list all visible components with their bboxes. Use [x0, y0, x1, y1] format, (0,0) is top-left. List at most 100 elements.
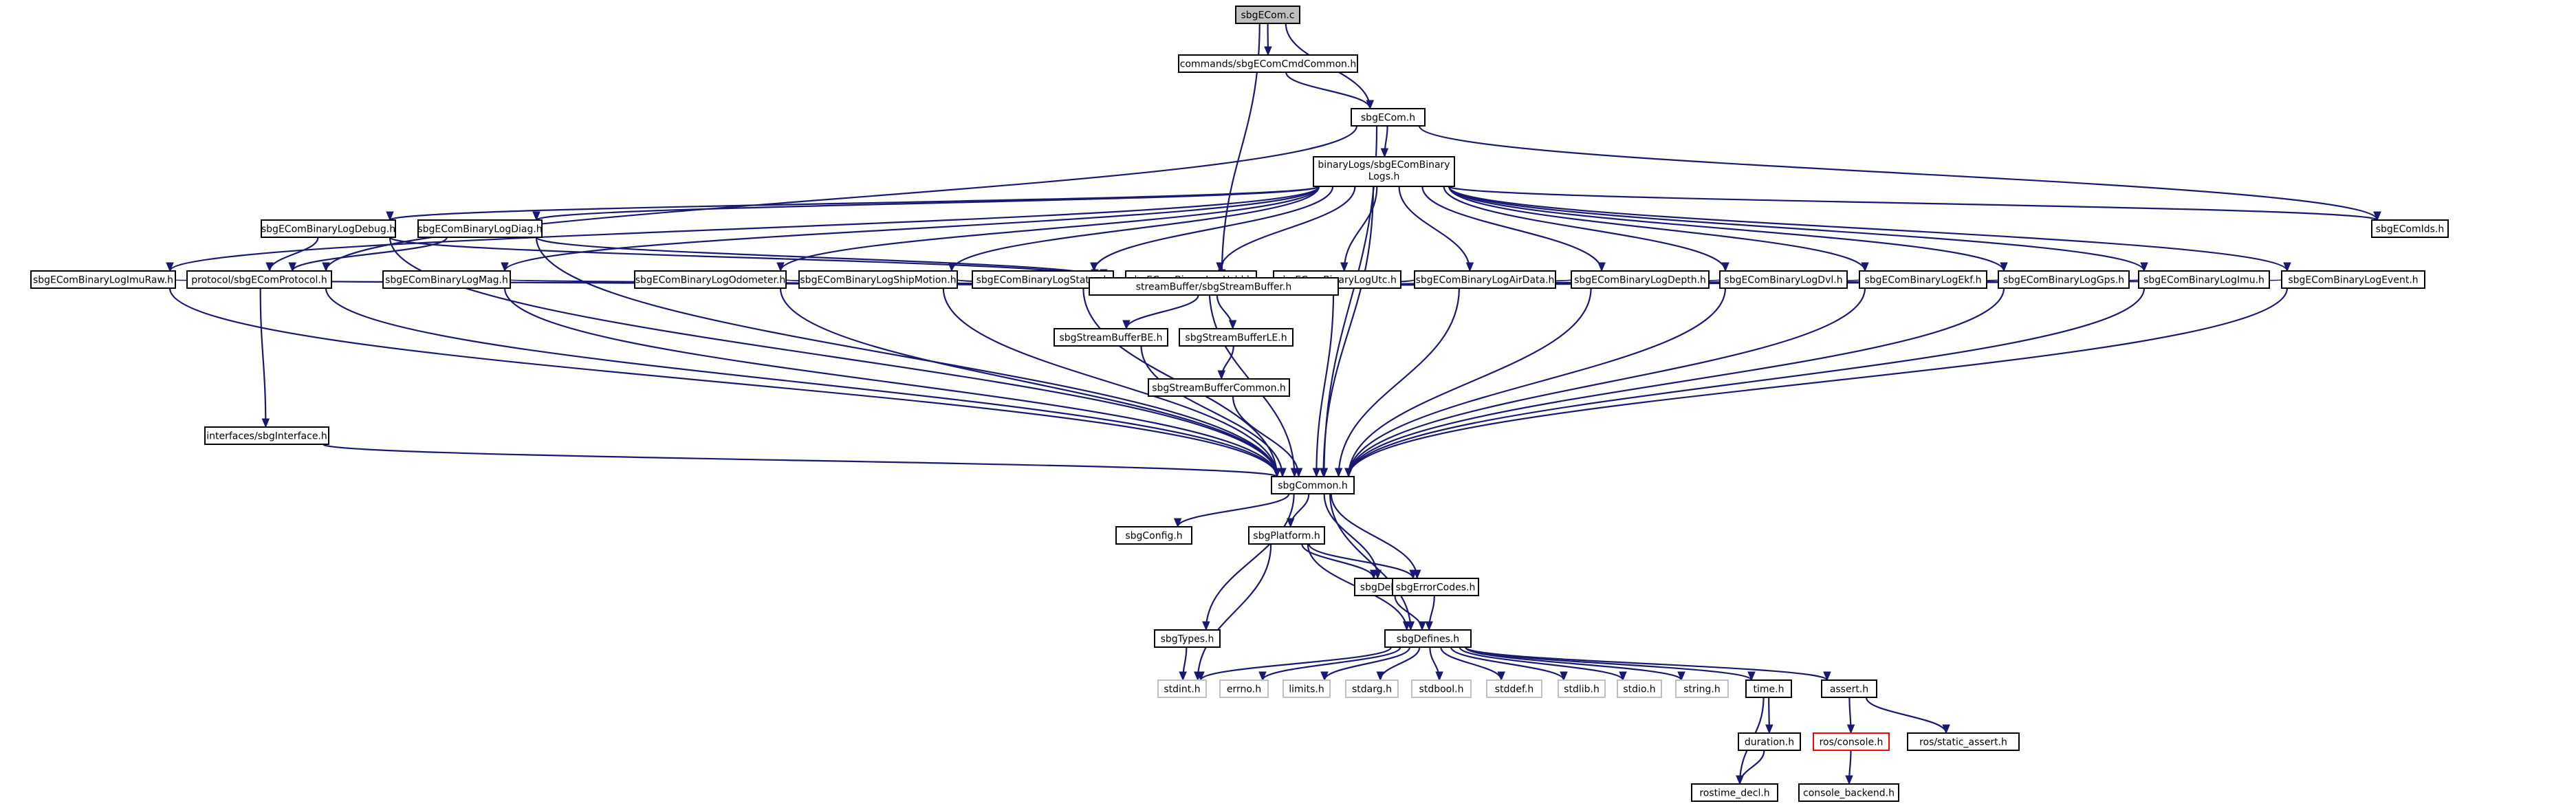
node-sble[interactable]: sbgStreamBufferLE.h: [1179, 328, 1294, 347]
dependency-edge-70: [1323, 493, 1379, 579]
edge-arrowhead-88: [1619, 671, 1627, 682]
node-root[interactable]: sbgECom.c: [1235, 6, 1300, 24]
node-depth[interactable]: sbgEComBinaryLogDepth.h: [1571, 270, 1710, 289]
edge-arrowhead-21: [2000, 262, 2008, 272]
dependency-edge-62: [1125, 294, 1199, 329]
dependency-edge-83: [1323, 646, 1411, 681]
edge-arrowhead-95: [1846, 724, 1855, 734]
node-rostime[interactable]: rostime_decl.h: [1691, 783, 1778, 802]
node-diag[interactable]: sbgEComBinaryLogDiag.h: [417, 219, 543, 238]
node-limits[interactable]: limits.h: [1282, 679, 1331, 698]
node-protocol[interactable]: protocol/sbgEComProtocol.h: [186, 270, 332, 289]
node-ecomh[interactable]: sbgECom.h: [1351, 108, 1426, 127]
node-stdint[interactable]: stdint.h: [1157, 679, 1207, 698]
node-gps[interactable]: sbgEComBinaryLogGps.h: [1998, 270, 2130, 289]
node-box: [1821, 679, 1877, 698]
edge-arrowhead-12: [776, 262, 785, 272]
node-box: [1617, 679, 1662, 698]
node-debug[interactable]: sbgEComBinaryLogDebug.h: [261, 219, 396, 238]
node-label: duration.h: [1745, 737, 1794, 748]
edge-arrowhead-29: [288, 262, 296, 272]
edge-arrowhead-97: [1845, 775, 1853, 785]
dependency-edge-53: [1347, 287, 1727, 477]
node-stdbool[interactable]: stdbool.h: [1411, 679, 1472, 698]
edge-arrowhead-17: [1465, 262, 1474, 272]
node-imuraw[interactable]: sbgEComBinaryLogImuRaw.h: [30, 270, 176, 289]
node-box: [1675, 679, 1729, 698]
node-errno[interactable]: errno.h: [1219, 679, 1269, 698]
node-box: [1154, 629, 1221, 648]
edge-arrowhead-80: [1179, 671, 1187, 682]
node-sbbe[interactable]: sbgStreamBufferBE.h: [1054, 328, 1168, 347]
node-streambuf[interactable]: streamBuffer/sbgStreamBuffer.h: [1089, 277, 1339, 296]
node-label: stdint.h: [1164, 684, 1200, 695]
node-label: stdarg.h: [1352, 684, 1392, 695]
node-consolebackend[interactable]: console_backend.h: [1798, 783, 1899, 802]
dependency-edge-74: [1301, 543, 1375, 579]
node-label: sbgEComBinaryLogImu.h: [2143, 275, 2264, 286]
node-box: [2281, 270, 2425, 289]
node-box: [1282, 679, 1331, 698]
dependency-edge-35: [325, 287, 1278, 477]
dependency-edge-34: [259, 287, 267, 428]
edge-arrowhead-62: [1122, 320, 1131, 330]
node-event[interactable]: sbgEComBinaryLogEvent.h: [2281, 270, 2425, 289]
node-box: [261, 219, 396, 238]
dependency-edge-64: [1140, 345, 1284, 477]
edge-arrowhead-64: [1278, 468, 1287, 478]
node-box: [1054, 328, 1168, 347]
node-iface[interactable]: interfaces/sbgInterface.h: [204, 426, 329, 445]
node-box: [1745, 679, 1792, 698]
edge-arrowhead-25: [1319, 468, 1328, 478]
edge-arrowhead-23: [2283, 262, 2291, 272]
edge-arrowhead-24: [2373, 211, 2381, 221]
node-ekf[interactable]: sbgEComBinaryLogEkf.h: [1859, 270, 1987, 289]
node-duration[interactable]: duration.h: [1738, 732, 1801, 751]
node-dvl[interactable]: sbgEComBinaryLogDvl.h: [1719, 270, 1848, 289]
edge-arrowhead-75: [1409, 569, 1417, 580]
node-ecomids[interactable]: sbgEComIds.h: [2371, 219, 2449, 238]
node-box: [1571, 270, 1710, 289]
node-label: sbgStreamBufferLE.h: [1185, 333, 1287, 344]
dependency-edge-72: [1205, 493, 1295, 631]
node-defines[interactable]: sbgDefines.h: [1384, 629, 1472, 648]
node-stdlib[interactable]: stdlib.h: [1558, 679, 1606, 698]
node-label: sbgEComBinaryLogStatus.h: [976, 275, 1110, 286]
node-shipmotion[interactable]: sbgEComBinaryLogShipMotion.h: [798, 270, 958, 289]
node-stdarg[interactable]: stdarg.h: [1345, 679, 1399, 698]
dependency-edge-17: [1398, 186, 1471, 272]
node-airdata[interactable]: sbgEComBinaryLogAirData.h: [1414, 270, 1556, 289]
node-box: [1859, 270, 1987, 289]
node-platform[interactable]: sbgPlatform.h: [1248, 526, 1325, 545]
node-box: [2371, 219, 2449, 238]
edge-arrowhead-0: [1264, 46, 1272, 56]
node-label: sbgDefines.h: [1397, 634, 1459, 645]
node-sbgcommon[interactable]: sbgCommon.h: [1271, 476, 1355, 494]
node-rosconsole[interactable]: ros/console.h: [1813, 732, 1890, 751]
node-string[interactable]: string.h: [1675, 679, 1729, 698]
node-odometer[interactable]: sbgEComBinaryLogOdometer.h: [634, 270, 787, 289]
dependency-edge-21: [1448, 186, 2005, 272]
node-types[interactable]: sbgTypes.h: [1154, 629, 1221, 648]
node-errcodes[interactable]: sbgErrorCodes.h: [1392, 578, 1479, 596]
node-stddef[interactable]: stddef.h: [1486, 679, 1542, 698]
edge-arrowhead-34: [261, 418, 270, 428]
edge-arrowhead-47: [1312, 468, 1321, 478]
node-cmdcommon[interactable]: commands/sbgEComCmdCommon.h: [1178, 54, 1358, 73]
edge-arrowhead-92: [1765, 724, 1773, 734]
node-stdio[interactable]: stdio.h: [1617, 679, 1662, 698]
node-sbcommon[interactable]: sbgStreamBufferCommon.h: [1148, 378, 1290, 397]
node-rosassert[interactable]: ros/static_assert.h: [1907, 732, 2020, 751]
node-label: time.h: [1754, 684, 1784, 695]
node-assert[interactable]: assert.h: [1821, 679, 1877, 698]
node-label: rostime_decl.h: [1699, 788, 1769, 799]
node-label: string.h: [1683, 684, 1721, 695]
node-time[interactable]: time.h: [1745, 679, 1792, 698]
node-imu[interactable]: sbgEComBinaryLogImu.h: [2138, 270, 2270, 289]
edge-arrowhead-76: [1402, 621, 1411, 631]
edge-arrowhead-86: [1497, 671, 1505, 682]
node-config[interactable]: sbgConfig.h: [1115, 526, 1192, 545]
node-mag[interactable]: sbgEComBinaryLogMag.h: [382, 270, 511, 289]
edge-arrowhead-69: [1286, 518, 1295, 528]
